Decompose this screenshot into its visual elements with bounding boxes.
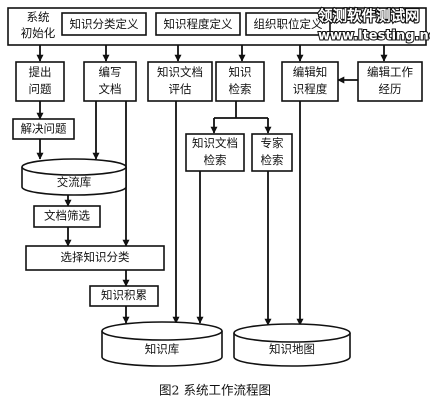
work-exp-line-1: 编辑工作 <box>367 65 413 79</box>
node-know-doc-search: 知识文档 检索 <box>185 133 245 172</box>
accum-label: 知识积累 <box>101 288 147 302</box>
node-know-degree-def: 知识程度定义 <box>155 12 241 36</box>
node-edit-work-exp: 编辑工作 经历 <box>357 61 423 102</box>
propose-line-2: 问题 <box>29 82 52 96</box>
figure-caption: 图2 系统工作流程图 <box>159 383 271 398</box>
node-solve-problem: 解决问题 <box>12 118 75 140</box>
work-exp-line-2: 经历 <box>379 82 402 96</box>
doc-search-line-2: 检索 <box>204 153 227 167</box>
node-know-lib: 知识库 <box>101 321 223 367</box>
org-post-def-label: 组织职位定义 <box>254 17 323 31</box>
node-know-doc-eval: 知识文档 评估 <box>147 61 213 102</box>
node-know-class-def: 知识分类定义 <box>61 12 147 36</box>
edges <box>36 45 388 326</box>
exchange-lib-label: 交流库 <box>57 175 92 189</box>
search-line-1: 知识 <box>229 65 252 79</box>
search-line-2: 检索 <box>229 82 252 96</box>
know-class-def-label: 知识分类定义 <box>70 17 139 31</box>
edit-degree-line-1: 编辑知 <box>293 65 328 79</box>
node-know-search: 知识 检索 <box>215 61 265 102</box>
node-exchange-lib: 交流库 <box>21 158 127 196</box>
know-lib-label: 知识库 <box>145 342 180 356</box>
watermark-line-2: www.ltesting.net <box>318 29 430 44</box>
node-write-doc: 编写 文档 <box>83 61 137 102</box>
node-propose-problem: 提出 问题 <box>15 61 65 102</box>
node-select-class: 选择知识分类 <box>25 245 165 271</box>
select-class-label: 选择知识分类 <box>61 250 130 264</box>
watermark-line-1: 领测软件测试网 <box>318 7 420 25</box>
propose-line-1: 提出 <box>29 65 52 79</box>
expert-line-1: 专家 <box>261 136 284 150</box>
node-expert-search: 专家 检索 <box>251 133 293 172</box>
solve-label: 解决问题 <box>21 122 67 136</box>
eval-line-1: 知识文档 <box>157 65 203 79</box>
know-degree-def-label: 知识程度定义 <box>164 17 233 31</box>
sys-init-line-1: 系统 <box>27 10 50 24</box>
node-edit-know-degree: 编辑知 识程度 <box>281 61 339 102</box>
expert-line-2: 检索 <box>261 153 284 167</box>
edit-degree-line-2: 识程度 <box>293 82 328 96</box>
watermark-logo: 领测软件测试网 www.ltesting.net <box>317 6 430 45</box>
node-know-map: 知识地图 <box>233 323 351 367</box>
write-line-1: 编写 <box>99 65 122 79</box>
node-doc-filter: 文档筛选 <box>33 205 101 228</box>
sys-init-line-2: 初始化 <box>21 26 56 40</box>
node-org-post-def: 组织职位定义 <box>245 12 331 36</box>
eval-line-2: 评估 <box>169 82 192 96</box>
know-map-label: 知识地图 <box>269 342 315 356</box>
write-line-2: 文档 <box>99 82 122 96</box>
filter-label: 文档筛选 <box>44 209 90 223</box>
node-know-accum: 知识积累 <box>89 285 159 307</box>
doc-search-line-1: 知识文档 <box>192 136 238 150</box>
